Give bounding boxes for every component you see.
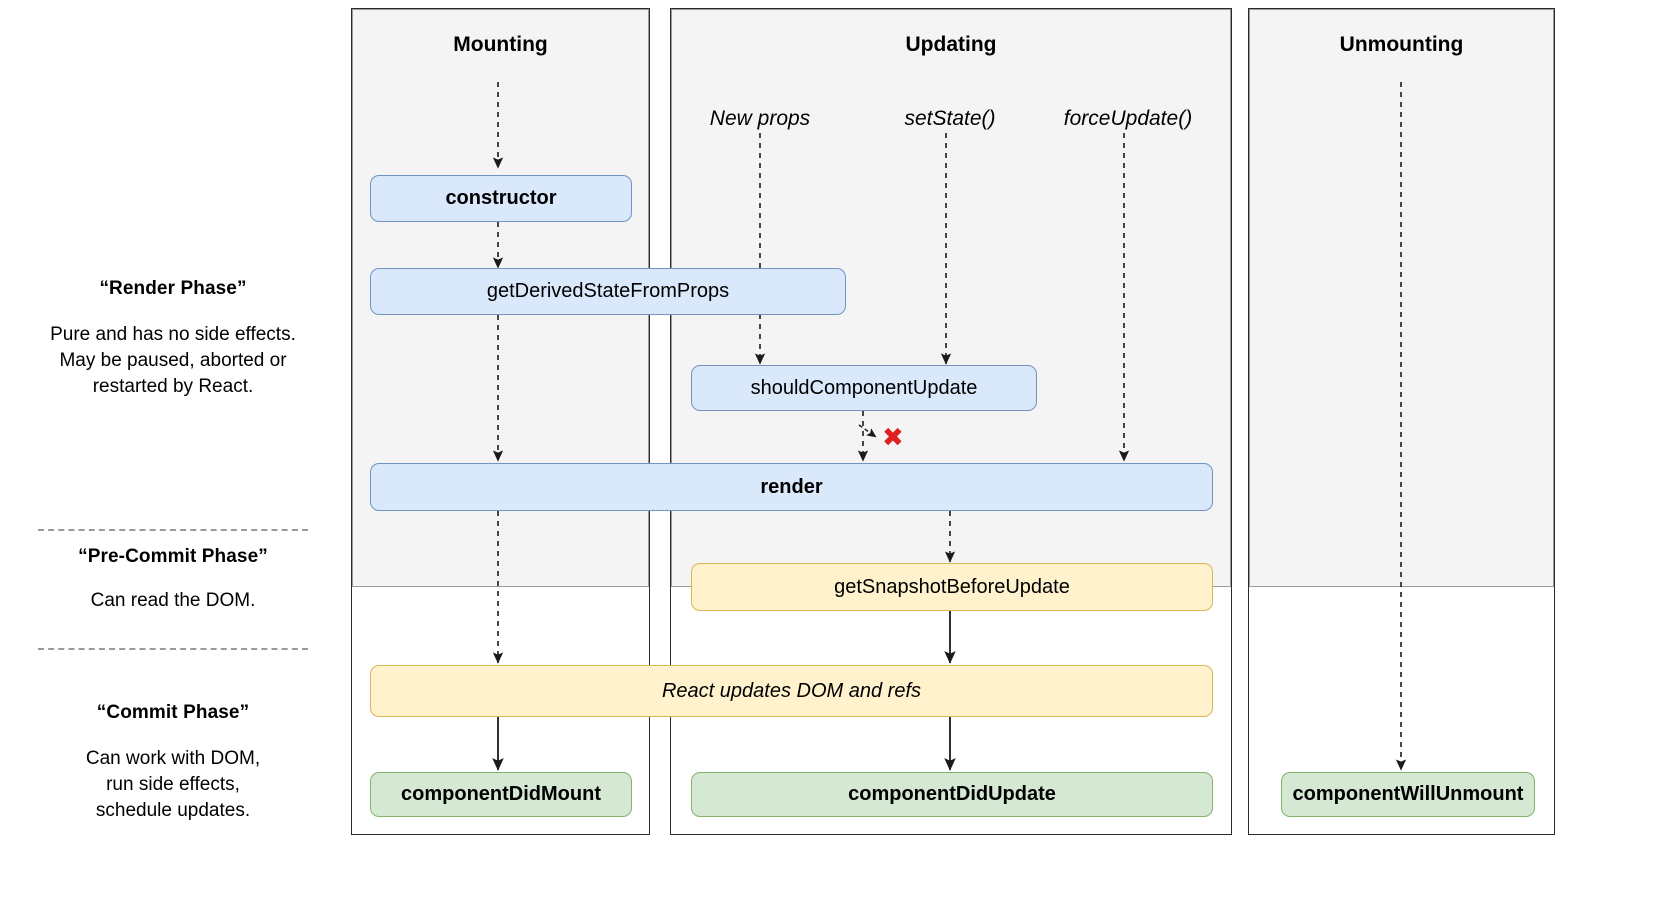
column-title-unmounting: Unmounting: [1339, 33, 1464, 56]
legend-pre-commit-phase: “Pre-Commit Phase” Can read the DOM.: [8, 546, 338, 614]
node-component-did-mount[interactable]: componentDidMount: [370, 772, 632, 817]
legend-pre-commit-phase-title: “Pre-Commit Phase”: [78, 546, 268, 567]
node-component-will-unmount[interactable]: componentWillUnmount: [1281, 772, 1535, 817]
node-react-updates-dom-and-refs[interactable]: React updates DOM and refs: [370, 665, 1213, 717]
node-constructor[interactable]: constructor: [370, 175, 632, 222]
legend-divider-top: [38, 529, 308, 531]
legend-commit-phase-title: “Commit Phase”: [96, 702, 250, 723]
trigger-set-state: setState(): [904, 107, 996, 130]
node-render[interactable]: render: [370, 463, 1213, 511]
abort-x-icon: ✖: [882, 422, 904, 452]
trigger-force-update: forceUpdate(): [1063, 107, 1193, 130]
node-should-component-update[interactable]: shouldComponentUpdate: [691, 365, 1037, 411]
column-title-mounting: Mounting: [453, 33, 548, 56]
legend-commit-phase-description: Can work with DOM, run side effects, sch…: [85, 748, 261, 821]
legend-render-phase: “Render Phase” Pure and has no side effe…: [8, 278, 338, 400]
node-component-did-update[interactable]: componentDidUpdate: [691, 772, 1213, 817]
column-title-updating: Updating: [905, 33, 997, 56]
legend-render-phase-title: “Render Phase”: [99, 278, 247, 299]
node-get-derived-state-from-props[interactable]: getDerivedStateFromProps: [370, 268, 846, 315]
legend-render-phase-description: Pure and has no side effects. May be pau…: [50, 324, 296, 397]
legend-pre-commit-phase-description: Can read the DOM.: [90, 590, 256, 611]
node-get-snapshot-before-update[interactable]: getSnapshotBeforeUpdate: [691, 563, 1213, 611]
legend-divider-bottom: [38, 648, 308, 650]
trigger-new-props: New props: [709, 107, 811, 130]
phase-band-unmounting: [1249, 9, 1554, 587]
legend-commit-phase: “Commit Phase” Can work with DOM, run si…: [8, 702, 338, 824]
